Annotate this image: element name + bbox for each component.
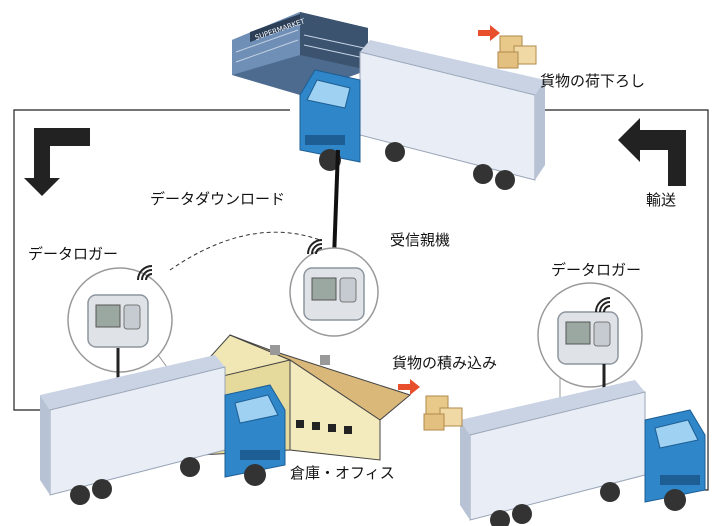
receiver-magnifier xyxy=(289,247,379,337)
label-unloading: 貨物の荷下ろし xyxy=(540,72,646,90)
label-logger-right: データロガー xyxy=(551,261,642,279)
flow-arrow-down-icon xyxy=(24,128,90,196)
label-loading: 貨物の積み込み xyxy=(392,354,498,372)
label-receiver: 受信親機 xyxy=(390,231,451,249)
label-data-download: データダウンロード xyxy=(150,190,286,208)
label-logger-left: データロガー xyxy=(28,245,119,263)
label-transport: 輸送 xyxy=(646,191,677,209)
cargo-boxes-loading xyxy=(398,379,463,431)
cargo-boxes-unloading xyxy=(478,25,537,69)
flow-arrow-left-icon xyxy=(618,118,686,186)
radio-link-dashed xyxy=(169,231,321,271)
right-logger-magnifier xyxy=(537,282,643,411)
antenna-cable xyxy=(332,149,340,259)
label-warehouse: 倉庫・オフィス xyxy=(290,464,395,482)
truck-bottom-right xyxy=(459,379,706,526)
